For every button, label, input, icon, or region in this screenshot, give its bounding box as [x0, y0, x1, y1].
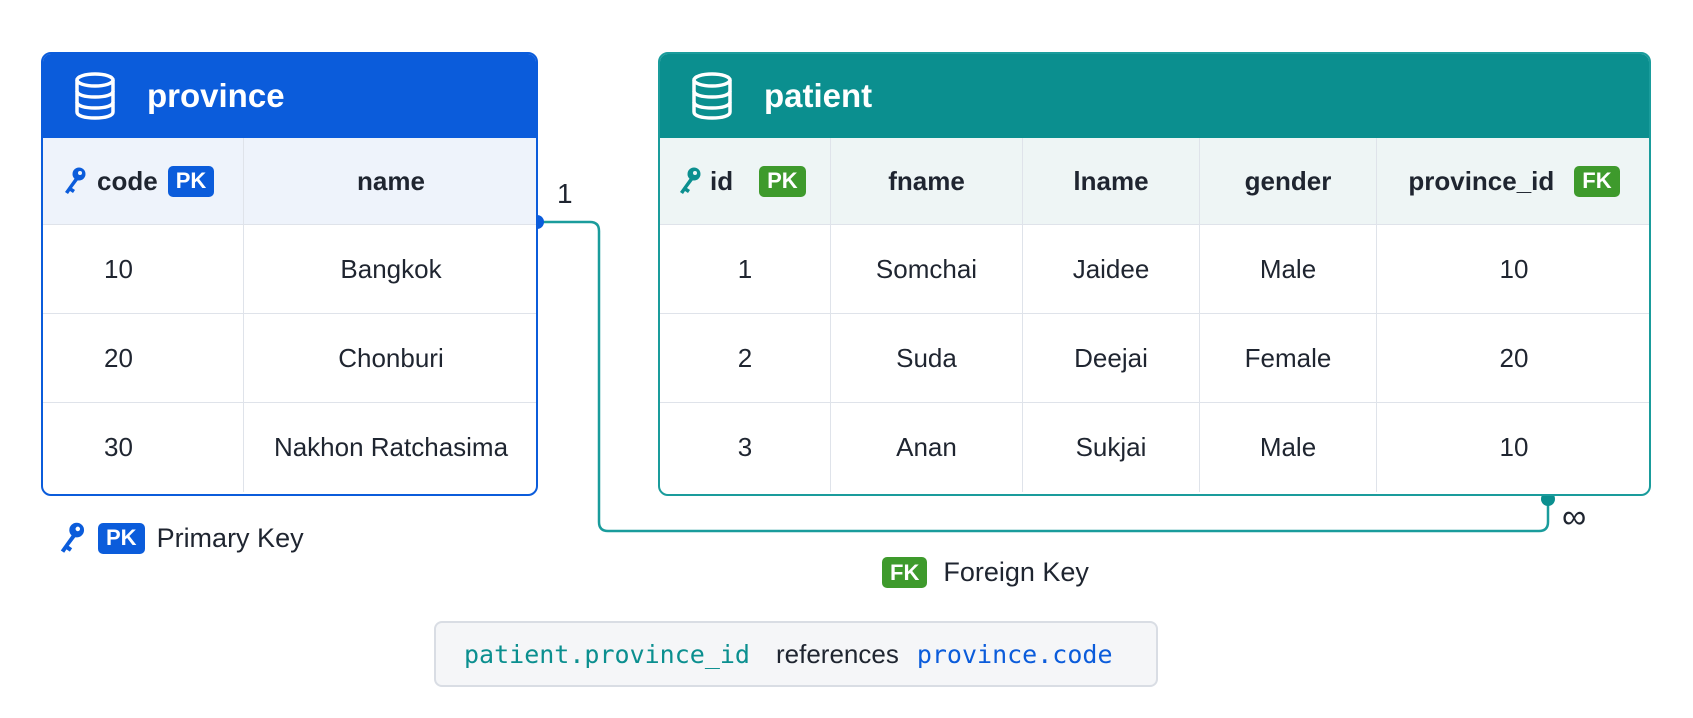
column-header-province-id: province_id FK	[1377, 138, 1649, 225]
table-cell: 10	[1499, 432, 1529, 462]
pk-badge: PK	[98, 522, 145, 554]
province-grid: code PK name 10 Bangkok 20 Chonburi 30 N…	[43, 138, 536, 492]
table-cell: Jaidee	[1023, 225, 1200, 314]
province-table-header: province	[43, 54, 536, 138]
table-cell: 30	[43, 403, 244, 492]
table-cell: 20	[1377, 314, 1649, 403]
column-header-fname: fname	[831, 138, 1023, 225]
key-icon	[60, 522, 85, 553]
cardinality-one-label: 1	[557, 178, 573, 209]
column-header-lname: lname	[1023, 138, 1200, 225]
reference-target: province.code	[916, 639, 1113, 669]
fk-legend: FK Foreign Key	[882, 557, 1089, 588]
table-cell: 10	[43, 225, 244, 314]
table-cell: Bangkok	[244, 225, 536, 314]
column-label: province_id	[1408, 165, 1555, 196]
pk-badge: PK	[759, 165, 806, 197]
reference-source: patient.province_id	[464, 639, 750, 669]
column-header-code: code PK	[43, 138, 244, 225]
table-cell: 10	[1377, 225, 1649, 314]
fk-legend-label: Foreign Key	[943, 557, 1089, 587]
column-header-gender: gender	[1200, 138, 1377, 225]
table-cell: Deejai	[1023, 314, 1200, 403]
column-header-name: name	[244, 138, 536, 225]
cardinality-many-label: ∞	[1562, 498, 1587, 536]
column-label: id	[710, 165, 734, 196]
table-cell: Sukjai	[1023, 403, 1200, 492]
database-icon	[75, 72, 115, 120]
table-cell: Suda	[831, 314, 1023, 403]
key-icon	[65, 167, 86, 194]
column-label: code	[97, 165, 158, 196]
patient-table-header: patient	[660, 54, 1649, 138]
fk-badge: FK	[1574, 165, 1620, 197]
fk-badge: FK	[882, 557, 928, 588]
province-table: province code PK name 10 Bangkok 20 Chon…	[41, 52, 538, 496]
table-cell: Male	[1200, 225, 1377, 314]
reference-verb: references	[775, 638, 899, 669]
pk-badge: PK	[167, 165, 215, 197]
patient-table: patient id PK fname lname gender provinc…	[658, 52, 1651, 496]
reference-statement: patient.province_id references province.…	[434, 621, 1158, 687]
key-icon	[680, 167, 701, 194]
table-cell: Chonburi	[244, 314, 536, 403]
table-cell: 20	[43, 314, 244, 403]
table-cell: Somchai	[831, 225, 1023, 314]
column-header-id: id PK	[660, 138, 831, 225]
table-cell: 3	[660, 403, 831, 492]
pk-legend-label: Primary Key	[156, 522, 304, 553]
table-cell: 2	[660, 314, 831, 403]
table-cell: Nakhon Ratchasima	[273, 432, 509, 462]
patient-table-title: patient	[764, 77, 873, 114]
table-cell: 1	[660, 225, 831, 314]
table-cell: Anan	[831, 403, 1023, 492]
province-table-title: province	[147, 77, 285, 114]
patient-grid: id PK fname lname gender province_id FK …	[660, 138, 1649, 492]
table-cell: Male	[1200, 403, 1377, 492]
database-icon	[692, 72, 732, 120]
pk-legend: PK Primary Key	[56, 521, 304, 555]
table-cell: Female	[1200, 314, 1377, 403]
